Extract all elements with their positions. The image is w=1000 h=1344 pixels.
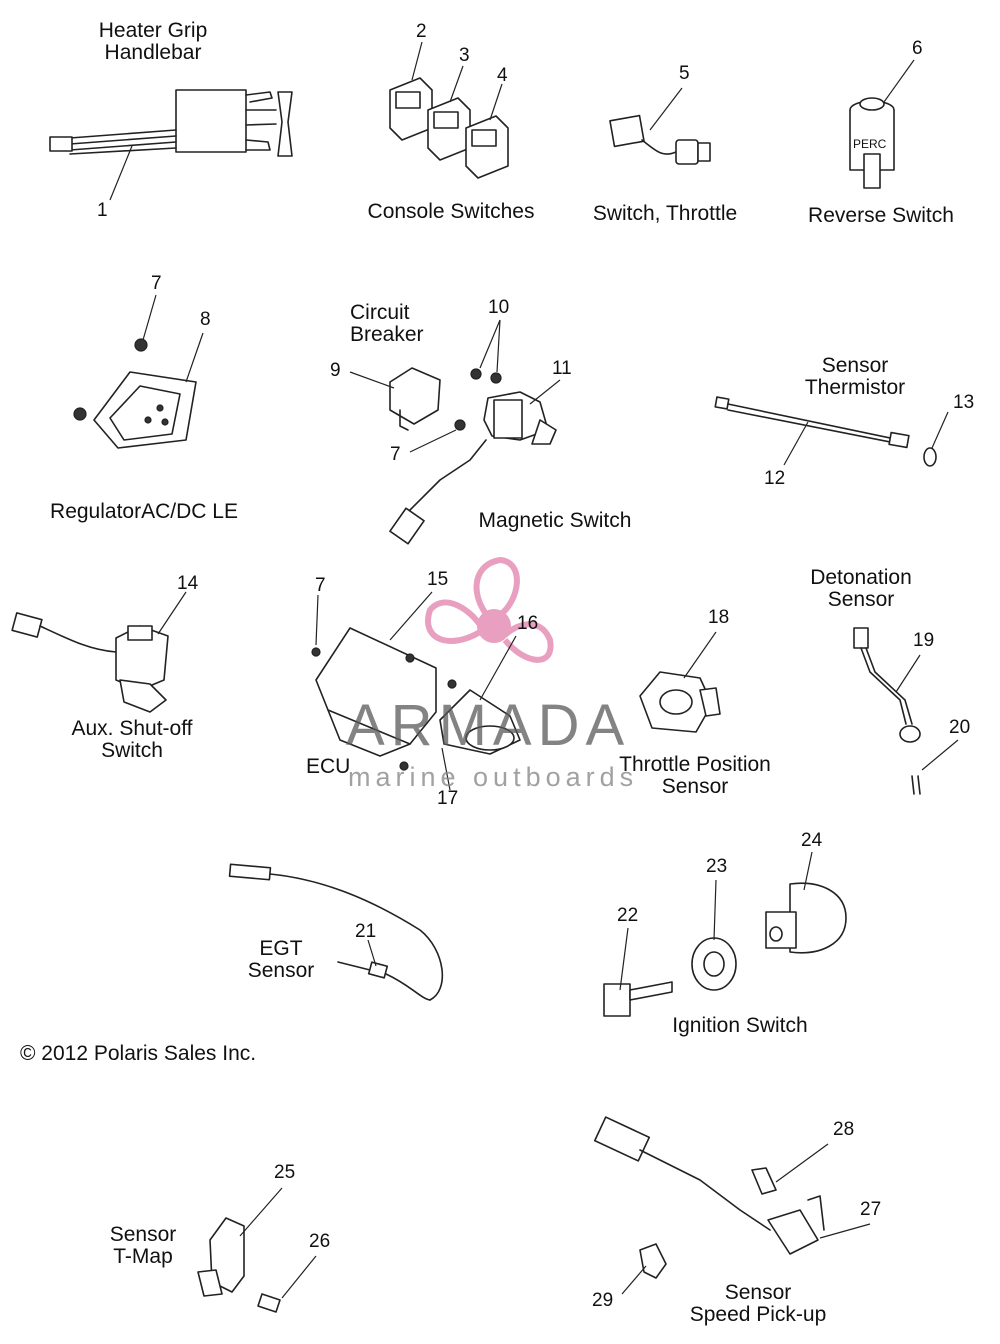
callout-3: 3 (459, 45, 470, 66)
detonation-label: Detonation Sensor (810, 566, 912, 611)
callout-19: 19 (913, 630, 935, 651)
callout-6: 6 (912, 38, 923, 59)
callout-29: 29 (592, 1290, 614, 1311)
callout-17: 17 (437, 788, 459, 809)
throttle-position-label: Throttle Position Sensor (619, 753, 771, 798)
switch-throttle-label: Switch, Throttle (592, 202, 738, 225)
perc-text: PERC (853, 137, 887, 151)
callout-28: 28 (833, 1119, 855, 1140)
ecu-label: ECU (306, 755, 351, 778)
callout-18: 18 (708, 607, 730, 628)
sensor-thermistor-part (714, 396, 949, 467)
throttle-position-sensor-part (639, 631, 721, 733)
callout-1: 1 (97, 200, 108, 221)
callout-16: 16 (517, 613, 539, 634)
copyright-notice: © 2012 Polaris Sales Inc. (20, 1042, 257, 1065)
callout-14: 14 (177, 573, 199, 594)
callout-25: 25 (274, 1162, 296, 1183)
callout-11: 11 (552, 358, 572, 379)
callout-7-magnetic: 7 (390, 444, 401, 465)
egt-sensor-part (228, 863, 444, 1001)
heater-grip-label: Heater Grip Handlebar (98, 19, 208, 64)
console-switches-part (389, 41, 509, 179)
ignition-switch-part (603, 851, 847, 1017)
callout-15: 15 (427, 569, 449, 590)
callout-2: 2 (416, 21, 427, 42)
callout-24: 24 (801, 830, 823, 851)
tmap-sensor-part (197, 1187, 317, 1313)
sensor-thermistor-label: Sensor Thermistor (804, 354, 906, 399)
aux-shutoff-label: Aux. Shut-off Switch (71, 717, 193, 762)
ecu-part (311, 591, 521, 791)
magnetic-switch-label: Magnetic Switch (478, 509, 632, 532)
watermark-title: ARMADA (346, 693, 631, 758)
egt-label: EGT Sensor (247, 937, 315, 982)
callout-20: 20 (949, 717, 971, 738)
callout-8: 8 (200, 309, 211, 330)
callout-7-regulator: 7 (151, 273, 162, 294)
magnetic-switch-part (349, 319, 561, 545)
callout-21: 21 (355, 921, 377, 942)
watermark-subtitle: marine outboards (348, 762, 639, 792)
callout-4: 4 (497, 65, 508, 86)
callout-13: 13 (953, 392, 975, 413)
callout-7-ecu: 7 (315, 575, 326, 596)
callout-23: 23 (706, 856, 728, 877)
console-switches-label: Console Switches (367, 200, 535, 223)
callout-10: 10 (488, 297, 510, 318)
watermark-propeller-logo (425, 556, 554, 663)
speed-pickup-label: Sensor Speed Pick-up (689, 1281, 827, 1326)
callout-9: 9 (330, 360, 341, 381)
callout-5: 5 (679, 63, 690, 84)
callout-26: 26 (309, 1231, 331, 1252)
detonation-sensor-part (853, 627, 959, 795)
throttle-switch-part (609, 87, 711, 165)
callout-22: 22 (617, 905, 639, 926)
callout-12: 12 (764, 468, 786, 489)
callout-27: 27 (860, 1199, 882, 1220)
tmap-label: Sensor T-Map (109, 1223, 177, 1268)
regulator-label: RegulatorAC/DC LE (50, 500, 238, 523)
circuit-breaker-label: Circuit Breaker (350, 301, 424, 346)
aux-shutoff-switch-part (11, 591, 187, 713)
reverse-switch-part (849, 59, 915, 189)
speed-pickup-sensor-part (593, 1116, 871, 1295)
ignition-switch-label: Ignition Switch (672, 1014, 808, 1037)
reverse-switch-label: Reverse Switch (808, 204, 954, 227)
regulator-part (73, 294, 204, 449)
heater-grip-part (49, 89, 293, 201)
